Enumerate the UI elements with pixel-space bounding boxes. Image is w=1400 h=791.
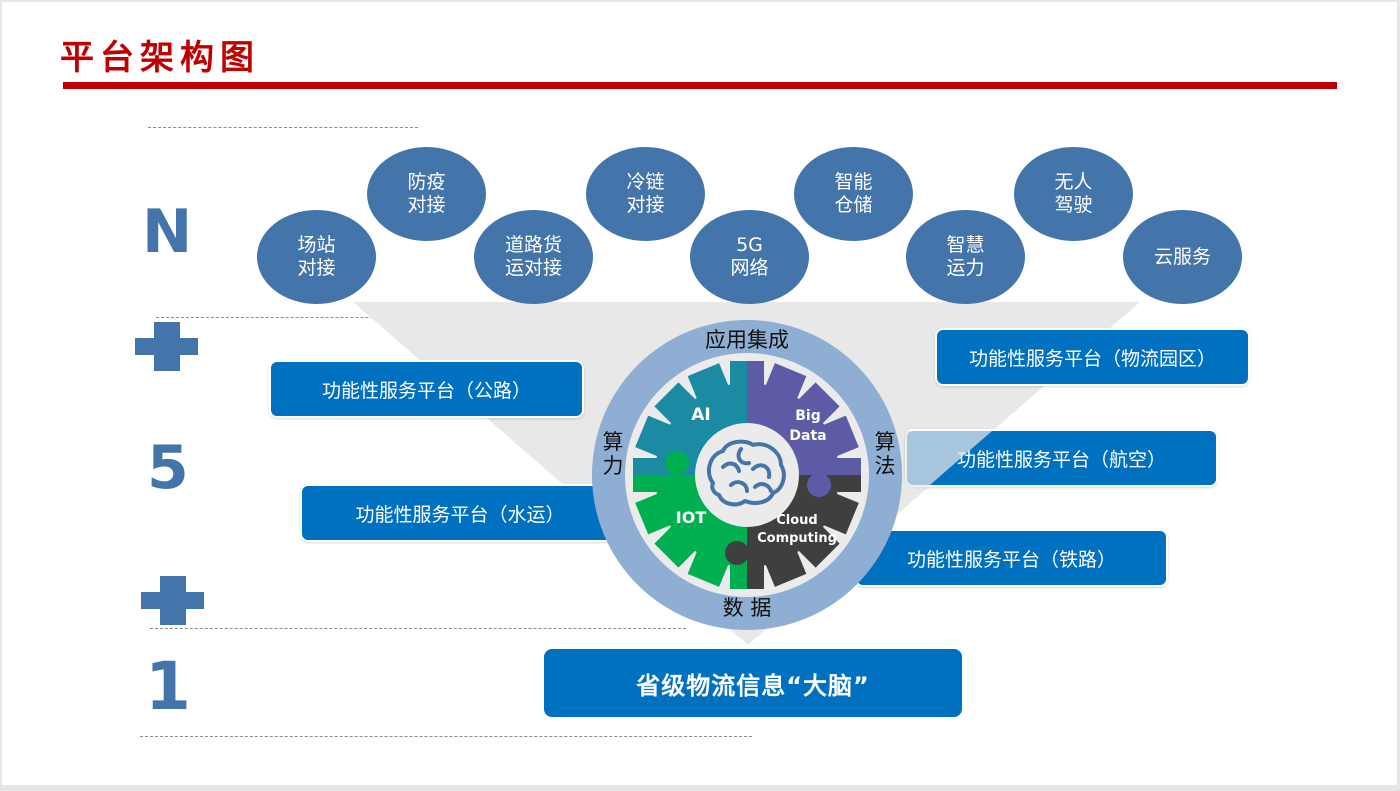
page-title: 平台架构图 bbox=[60, 38, 260, 78]
ring-label-computing-power: 算 力 bbox=[602, 430, 624, 478]
bubble-cold-chain: 冷链 对接 bbox=[586, 147, 705, 241]
formula-five: 5 bbox=[147, 433, 189, 503]
ring-label-app-integration: 应用集成 bbox=[705, 328, 789, 352]
bubble-epidemic: 防疫 对接 bbox=[367, 147, 486, 241]
provincial-logistics-brain: 省级物流信息“大脑” bbox=[544, 649, 962, 717]
bubble-5g: 5G 网络 bbox=[690, 210, 809, 304]
brain-icon bbox=[706, 439, 786, 507]
plus-icon bbox=[141, 576, 204, 625]
formula-n: N bbox=[142, 197, 193, 267]
title-underline bbox=[63, 82, 1337, 89]
dashed-divider bbox=[150, 628, 686, 629]
bubble-road-freight: 道路货 运对接 bbox=[474, 210, 593, 304]
platform-road: 功能性服务平台（公路） bbox=[269, 360, 584, 418]
gear-label-cloud: Cloud Computing bbox=[757, 513, 837, 546]
bubble-cloud-service: 云服务 bbox=[1123, 210, 1242, 304]
ring-label-data: 数 据 bbox=[722, 596, 772, 620]
bubble-capacity: 智慧 运力 bbox=[906, 210, 1025, 304]
gear-diagram: 应用集成 算 力 算 法 数 据 AI Big Data IOT Cloud C… bbox=[590, 318, 904, 632]
platform-logistics-park: 功能性服务平台（物流园区） bbox=[935, 328, 1250, 386]
gear-label-iot: IOT bbox=[675, 508, 707, 527]
bubble-warehouse: 智能 仓储 bbox=[794, 147, 913, 241]
gear-label-bigdata: Big Data bbox=[789, 408, 827, 444]
bubble-autonomous: 无人 驾驶 bbox=[1014, 147, 1133, 241]
platform-railway: 功能性服务平台（铁路） bbox=[855, 529, 1168, 587]
ring-label-algorithm: 算 法 bbox=[874, 430, 896, 478]
formula-one: 1 bbox=[145, 648, 191, 725]
dashed-divider bbox=[156, 317, 518, 318]
platform-aviation: 功能性服务平台（航空） bbox=[905, 429, 1218, 487]
gear-label-ai: AI bbox=[691, 405, 711, 425]
dashed-divider bbox=[140, 736, 752, 737]
dashed-divider bbox=[148, 127, 418, 128]
platform-water: 功能性服务平台（水运） bbox=[300, 484, 620, 542]
plus-icon bbox=[135, 322, 198, 371]
bubble-station: 场站 对接 bbox=[257, 210, 376, 304]
